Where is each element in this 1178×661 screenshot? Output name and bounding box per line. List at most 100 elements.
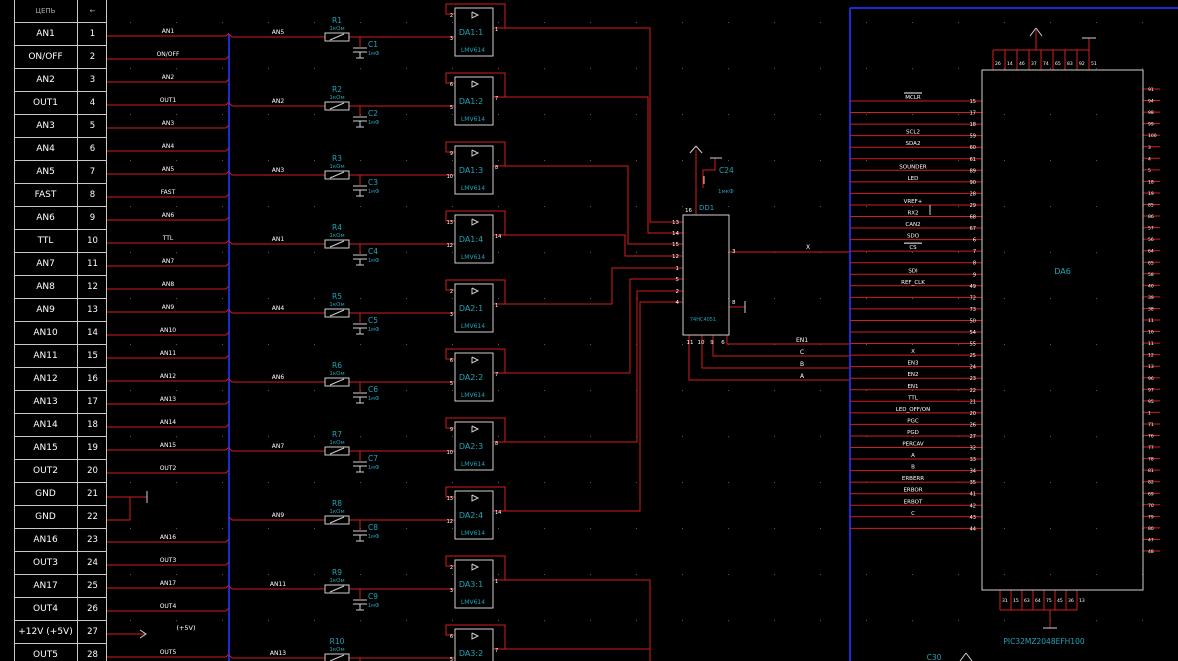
grid-dot — [1004, 160, 1005, 161]
grid-dot — [176, 390, 177, 391]
grid-dot — [176, 482, 177, 483]
panel-row-num: 25 — [87, 581, 98, 591]
grid-dot — [1096, 160, 1097, 161]
capacitor-ref: C24 — [719, 166, 734, 175]
pin-number: 40 — [1148, 283, 1154, 289]
pin-number: 6 — [450, 82, 453, 88]
pin-number: 15 — [1013, 598, 1019, 604]
bus-entry — [225, 101, 230, 106]
capacitor-value: 1мФ — [368, 534, 380, 540]
pin-number: 26 — [995, 61, 1001, 67]
bus-net-label: AN7 — [272, 443, 285, 450]
grid-dot — [1096, 68, 1097, 69]
net-label: PGC — [907, 418, 919, 424]
power-arrow-icon — [1035, 27, 1043, 37]
grid-dot — [452, 482, 453, 483]
pin-number: 82 — [1148, 480, 1154, 486]
grid-dot — [452, 252, 453, 253]
grid-dot — [1050, 160, 1051, 161]
panel-row-name: FAST — [14, 184, 78, 206]
grid-dot — [1142, 22, 1143, 23]
wire-label: AN11 — [160, 350, 176, 357]
resistor-icon — [324, 239, 350, 249]
grid-dot — [912, 22, 913, 23]
grid-dot — [176, 22, 177, 23]
grid-dot — [130, 68, 131, 69]
grid-dot — [176, 114, 177, 115]
resistor-value: 1кОм — [329, 95, 344, 101]
grid-dot — [314, 482, 315, 483]
wire-label: AN7 — [162, 258, 175, 265]
grid-dot — [498, 252, 499, 253]
grid-dot — [222, 114, 223, 115]
pin-number: 32 — [970, 446, 976, 452]
grid-dot — [130, 298, 131, 299]
grid-dot — [360, 22, 361, 23]
panel-row[interactable]: +12V (+5V)27 — [14, 621, 107, 644]
wire-label: AN14 — [160, 419, 176, 426]
panel-row-num: 20 — [87, 466, 98, 476]
panel-row-num: 13 — [87, 305, 98, 315]
pin-number: 46 — [1019, 61, 1025, 67]
bus-net-label: AN11 — [270, 581, 286, 588]
pin-number: 6 — [450, 634, 453, 640]
wire-label: OUT5 — [160, 649, 177, 656]
back-arrow-icon[interactable]: ← — [89, 7, 96, 15]
grid-dot — [1050, 390, 1051, 391]
pin-number: 1 — [676, 266, 680, 272]
opamp-ref: DA1:3 — [459, 166, 483, 175]
pin-number: 8 — [973, 261, 976, 267]
component-layer — [324, 7, 1144, 661]
panel-row-name: OUT4 — [14, 598, 78, 620]
grid-dot — [1004, 344, 1005, 345]
pin-number: 69 — [1148, 491, 1154, 497]
net-label: ERBERR — [902, 476, 924, 482]
grid-dot — [314, 620, 315, 621]
grid-dot — [222, 298, 223, 299]
pin-number: 1 — [495, 579, 498, 585]
grid-dot — [406, 344, 407, 345]
opamp-to-mux-wire — [505, 234, 683, 257]
pin-number: 38 — [1148, 306, 1154, 312]
net-label: ERBOT — [904, 499, 923, 505]
pin-number: 15 — [672, 242, 679, 248]
pin-number: 95 — [1148, 399, 1154, 405]
panel-row-name: AN8 — [14, 276, 78, 298]
net-label: A — [911, 453, 915, 459]
grid-dot — [544, 620, 545, 621]
opamp-part: LMV614 — [461, 323, 485, 330]
bus-entry — [225, 400, 230, 405]
grid-dot — [1004, 482, 1005, 483]
resistor-icon — [324, 32, 350, 42]
resistor-value: 1кОм — [329, 440, 344, 446]
